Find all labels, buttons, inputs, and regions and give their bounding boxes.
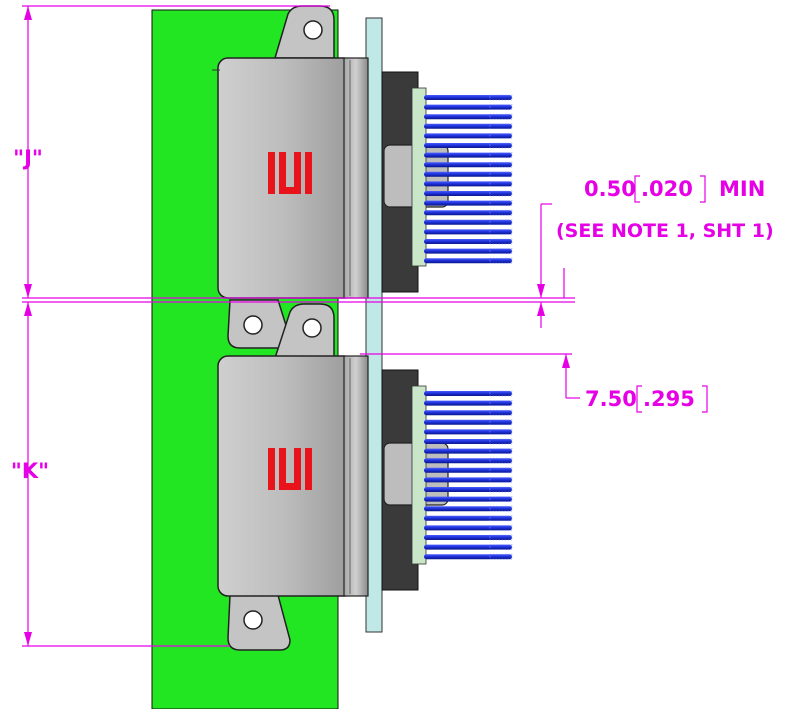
wire-tip	[489, 190, 513, 197]
wire-tip	[489, 486, 513, 493]
wire-tip	[489, 133, 513, 139]
wire-tip	[489, 496, 513, 502]
wire-tip	[489, 525, 513, 531]
top-connector	[212, 57, 449, 299]
wire	[424, 554, 512, 560]
wire-tip	[489, 171, 513, 178]
wire-tip	[489, 467, 513, 474]
wire	[424, 477, 512, 483]
wire	[424, 419, 512, 425]
gap-imperial: .020	[641, 177, 693, 201]
wire-tip	[489, 200, 513, 206]
wire	[424, 95, 512, 100]
wire-tip	[489, 152, 513, 158]
wire	[424, 391, 512, 396]
wire	[424, 143, 512, 148]
wire	[424, 258, 512, 264]
wire-tip	[489, 248, 513, 254]
wire-tip	[489, 219, 513, 226]
wire-tip	[489, 94, 513, 101]
wire	[424, 133, 512, 139]
wire	[424, 219, 512, 225]
mounting-holes	[243, 20, 323, 630]
wire	[424, 114, 512, 120]
pitch-metric: 7.50	[585, 387, 637, 411]
wire	[424, 200, 512, 206]
wire-tip	[489, 419, 513, 426]
bottom-connector	[217, 355, 449, 597]
gap-metric: 0.50	[584, 177, 636, 201]
wire-tip	[489, 161, 513, 168]
wire-tip	[489, 553, 513, 560]
wire	[424, 467, 512, 473]
wire-tip	[489, 229, 513, 235]
brand-logo	[268, 152, 312, 194]
wire	[424, 400, 512, 406]
wire	[424, 506, 512, 512]
wire	[424, 410, 512, 416]
wire	[424, 162, 512, 168]
wire	[424, 448, 512, 454]
wire-tip	[489, 534, 513, 541]
gap-suffix: MIN	[719, 177, 765, 201]
dimension-lines	[22, 5, 580, 647]
wire	[424, 191, 512, 196]
wire	[424, 535, 512, 540]
wire	[424, 104, 512, 110]
wire-tip	[489, 515, 513, 522]
wire-tip	[489, 457, 513, 464]
wire-bundle-top	[424, 94, 513, 264]
wire-tip	[489, 181, 513, 187]
wire	[424, 496, 512, 502]
wire-bundle-bottom	[424, 390, 513, 560]
wire	[424, 171, 512, 177]
wire	[424, 123, 512, 129]
wire	[424, 515, 512, 521]
wire-tip	[489, 238, 513, 245]
wire-tip	[489, 448, 513, 454]
wire-tip	[489, 409, 513, 416]
wire	[424, 229, 512, 235]
wire-tip	[489, 477, 513, 483]
wire	[424, 152, 512, 158]
wire-tip	[489, 113, 513, 120]
dim-j-label: "J"	[13, 146, 43, 170]
wire	[424, 239, 512, 244]
wire-tip	[489, 123, 513, 130]
wire-tip	[489, 429, 513, 435]
wire	[424, 248, 512, 254]
dim-k-label: "K"	[11, 459, 49, 483]
wire	[424, 210, 512, 216]
wire-tip	[489, 257, 513, 264]
wire	[424, 439, 512, 444]
wire-tip	[489, 505, 513, 512]
wire	[424, 544, 512, 550]
wire-tip	[489, 544, 513, 550]
wire-tip	[489, 104, 513, 110]
wire-tip	[489, 400, 513, 406]
gap-note: (SEE NOTE 1, SHT 1)	[556, 220, 774, 242]
mounting-panel	[365, 17, 383, 633]
pitch-imperial: .295	[643, 387, 695, 411]
wire-tip	[489, 142, 513, 149]
wire	[424, 181, 512, 187]
wire	[424, 487, 512, 492]
wire	[424, 525, 512, 531]
wire-tip	[489, 209, 513, 216]
mounting-ears	[227, 5, 335, 651]
wire	[424, 429, 512, 435]
wire-tip	[489, 390, 513, 397]
wire	[424, 458, 512, 464]
wire-tip	[489, 438, 513, 445]
